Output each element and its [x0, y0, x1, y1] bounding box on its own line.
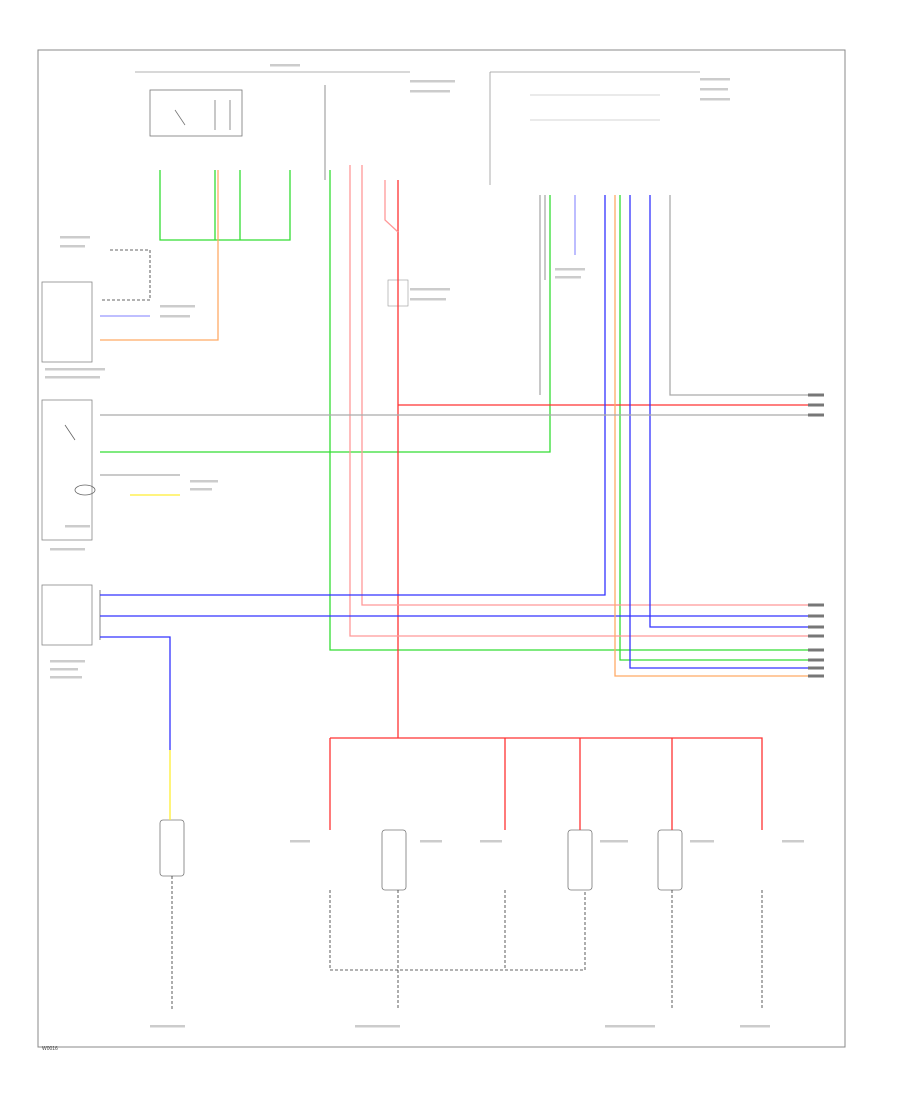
wires — [100, 85, 824, 1010]
label-mark — [60, 236, 90, 239]
wire-pink — [349, 165, 812, 637]
label-mark — [600, 840, 628, 843]
label-mark — [480, 840, 502, 843]
wire-blue — [100, 195, 606, 596]
wire-pink — [361, 165, 812, 606]
label-mark — [555, 268, 585, 271]
connector-terminal — [808, 674, 824, 678]
label-mark — [410, 288, 450, 291]
label-mark — [555, 276, 581, 279]
left-turn-lamp — [159, 819, 185, 877]
label-mark — [410, 80, 455, 83]
front-turn-lamp-right — [657, 829, 683, 891]
label-mark — [420, 840, 442, 843]
left-control-unit — [41, 281, 93, 363]
label-mark — [50, 676, 82, 679]
label-mark — [270, 64, 300, 67]
label-mark — [700, 78, 730, 81]
label-mark — [355, 1025, 400, 1028]
wire-green — [100, 195, 551, 453]
connector-terminal — [808, 666, 824, 670]
label-mark — [700, 88, 728, 91]
top-left-relay — [149, 89, 243, 137]
connector-terminal — [808, 658, 824, 662]
wire-blue — [649, 195, 812, 628]
wire-green — [619, 195, 812, 661]
connector-terminal — [808, 393, 824, 397]
label-mark — [45, 368, 105, 371]
label-mark — [150, 1025, 185, 1028]
label-mark — [45, 376, 100, 379]
hazard-lamp-symbol — [74, 484, 96, 496]
label-mark — [50, 668, 78, 671]
label-mark — [605, 1025, 655, 1028]
connector-terminal — [808, 648, 824, 652]
connector-terminal — [808, 403, 824, 407]
diagram-frame — [37, 49, 846, 1048]
label-mark — [160, 315, 190, 318]
connector-terminal — [808, 625, 824, 629]
label-mark — [50, 660, 85, 663]
connector-terminal — [808, 603, 824, 607]
label-mark — [290, 840, 310, 843]
label-mark — [410, 90, 450, 93]
wire-gray — [669, 195, 812, 396]
label-mark — [50, 548, 85, 551]
wire-blue — [629, 195, 812, 669]
label-mark — [190, 480, 218, 483]
label-mark — [782, 840, 804, 843]
wire-red — [330, 737, 763, 830]
front-turn-lamp-left — [381, 829, 407, 891]
connector-terminal — [808, 614, 824, 618]
wire-green — [329, 170, 812, 651]
wire-orange — [614, 195, 812, 677]
label-mark — [190, 488, 212, 491]
label-mark — [740, 1025, 770, 1028]
side-turn-lamp — [567, 829, 593, 891]
wire-pink — [384, 180, 399, 233]
wire-black — [100, 249, 151, 301]
label-mark — [60, 245, 85, 248]
wire-orange — [100, 170, 219, 341]
label-mark — [700, 98, 730, 101]
label-mark — [160, 305, 195, 308]
wire-blue — [100, 636, 171, 750]
hazard-switch-unit — [41, 399, 93, 541]
figure-id: W0016 — [42, 1046, 58, 1052]
connector-terminal — [808, 413, 824, 417]
label-mark — [410, 298, 446, 301]
wire-green — [159, 170, 291, 241]
connector-terminal — [808, 634, 824, 638]
label-mark — [690, 840, 714, 843]
label-marks — [45, 64, 804, 1028]
wire-black — [329, 890, 586, 971]
hazard-switch-contact — [64, 424, 76, 441]
label-mark — [65, 525, 90, 528]
combination-switch-unit — [41, 584, 93, 646]
